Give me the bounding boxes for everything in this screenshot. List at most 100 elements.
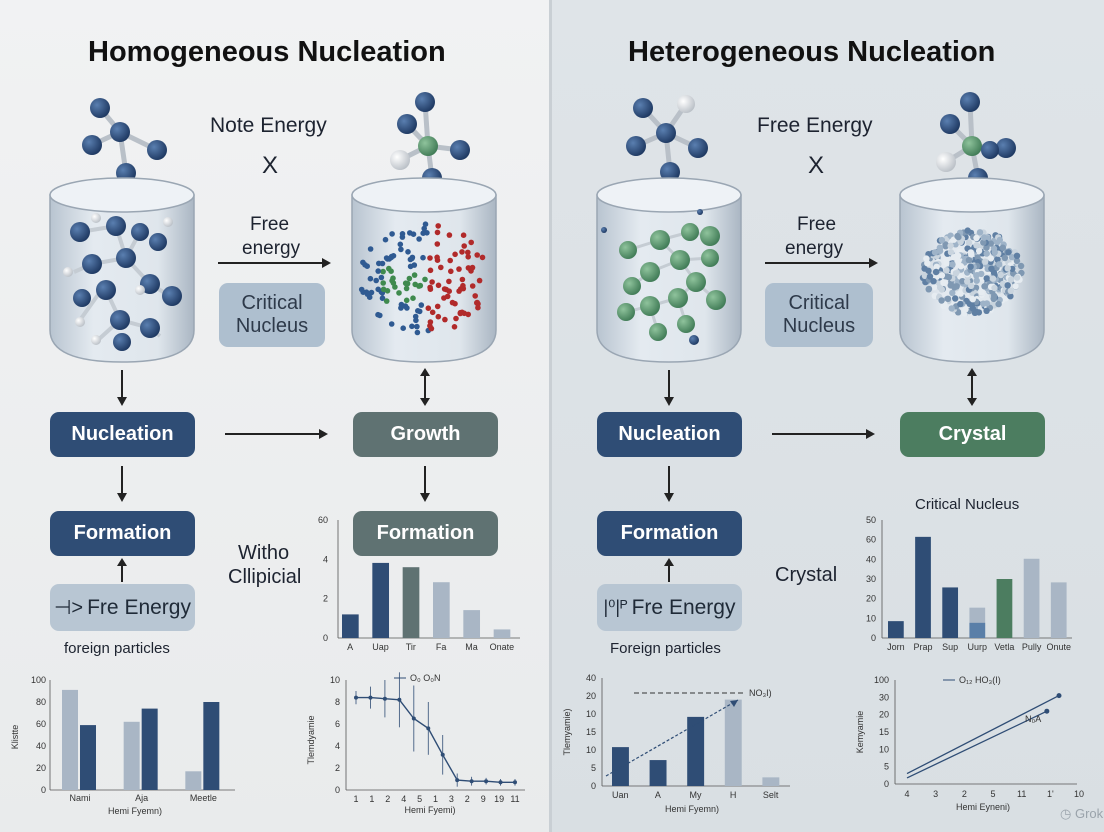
crystal-particle: [983, 300, 991, 307]
legend-label: O₀ O₀N: [410, 673, 440, 683]
x-axis-label: Hemi Eyneni): [956, 802, 1010, 812]
heterogeneous-title: Heterogeneous Nucleation: [628, 36, 996, 68]
particle-dot: [412, 281, 419, 288]
y-tick-label: 30: [866, 574, 876, 584]
particle-dot: [415, 308, 421, 314]
particle-dot: [416, 236, 422, 242]
crystal-particle: [938, 272, 946, 279]
crystal-particle: [987, 255, 995, 262]
right-up-arrow-icon: [664, 558, 674, 582]
right-updown-arrow-icon: [967, 368, 977, 406]
crystal-particle: [954, 232, 961, 240]
data-point: [1056, 693, 1062, 699]
x-tick-label: 11: [510, 794, 519, 804]
y-tick-label: 40: [36, 741, 46, 751]
annotation-label: N₀A: [1025, 714, 1041, 724]
particle-dot: [434, 241, 441, 247]
x-tick-label: 5: [417, 794, 422, 804]
particle-dot: [421, 225, 428, 232]
particle-dot: [400, 325, 407, 332]
series-line: [906, 695, 1060, 775]
particle-dot: [427, 319, 434, 325]
y-tick-label: 4: [335, 741, 340, 751]
particle-dot: [472, 293, 479, 299]
crystal-particle: [949, 289, 956, 297]
crystal-particle: [996, 236, 1003, 244]
data-point: [382, 696, 387, 701]
crystal-particle: [954, 252, 962, 260]
x-tick-label: Meetle: [190, 793, 217, 803]
x-tick-label: Nami: [69, 793, 90, 803]
left-free-energy-box: ⊣> Fre Energy: [50, 584, 195, 631]
particle-dot: [479, 254, 486, 261]
watermark-logo: ◷ Grok: [1060, 806, 1104, 821]
particle-dot: [410, 295, 416, 302]
particle-dot: [474, 299, 481, 306]
y-tick-label: 80: [36, 697, 46, 707]
particle-dot: [382, 236, 389, 243]
crystal-particle: [933, 273, 940, 280]
crystal-particle: [1017, 262, 1025, 270]
bar: [433, 582, 450, 638]
x-tick-label: Uap: [372, 642, 389, 652]
left-arrow-right-icon: [218, 258, 331, 268]
x-tick-label: A: [655, 790, 661, 800]
bar: [762, 777, 780, 786]
particle-dot: [435, 313, 442, 320]
particle-dot: [383, 298, 390, 304]
bar: [724, 699, 742, 786]
particle-dot: [453, 315, 459, 322]
particle-dot: [388, 321, 395, 327]
trend-arrow-icon: [730, 700, 738, 707]
y-tick-label: 2: [323, 594, 328, 604]
legend-label: O₁₂ HO₃(I): [959, 675, 1001, 685]
particle-dot: [435, 282, 442, 289]
bar: [342, 614, 359, 638]
particle-dot: [405, 249, 411, 255]
right-down-arrow-2-icon: [664, 466, 674, 502]
crystal-particle: [1005, 249, 1012, 256]
particle-dot: [441, 286, 448, 292]
particle-dot: [406, 275, 413, 282]
particle-dot: [446, 288, 453, 295]
crystal-particle: [969, 305, 976, 312]
x-tick-label: 19: [494, 794, 504, 804]
crystal-particle: [981, 283, 988, 290]
crystal-particle: [973, 234, 980, 242]
y-tick-label: 4: [323, 554, 328, 564]
x-tick-label: My: [689, 790, 701, 800]
particle-dot: [469, 283, 476, 289]
bar: [463, 610, 481, 638]
right-energy-label: Free Energy: [757, 114, 873, 137]
crystal-particle: [931, 284, 938, 291]
crystal-particle: [947, 249, 955, 256]
particle-dot: [358, 286, 365, 293]
y-tick-label: 40: [586, 673, 596, 683]
y-tick-label: 30: [879, 692, 889, 702]
data-point: [426, 726, 431, 731]
crystal-particle: [936, 247, 944, 255]
x-tick-label: 2: [465, 794, 470, 804]
particle-dot: [398, 305, 404, 311]
y-tick-label: 20: [866, 594, 876, 604]
crystal-particle: [981, 234, 988, 241]
bar: [649, 760, 667, 786]
y-tick-label: 10: [330, 675, 340, 685]
crystal-particle: [959, 278, 966, 285]
particle-dot: [403, 297, 410, 304]
crystal-particle: [931, 249, 939, 256]
left-foreign-particles: foreign particles: [64, 640, 170, 657]
y-tick-label: 10: [586, 745, 596, 755]
y-tick-label: 0: [884, 779, 889, 789]
left-free-energy-glyph-icon: ⊣>: [54, 597, 84, 619]
x-axis-label: Hemi Fyemn): [665, 804, 719, 814]
right-arrow-right-icon: [765, 258, 878, 268]
right-critical-nucleus-text: Critical Nucleus: [915, 496, 1020, 513]
left-mid-text-2: Cllipicial: [228, 566, 302, 588]
crystal-particle: [1013, 257, 1021, 264]
y-tick-label: 0: [335, 785, 340, 795]
particle-dot: [403, 281, 410, 287]
particle-dot: [475, 304, 481, 311]
particle-dot: [447, 257, 454, 264]
